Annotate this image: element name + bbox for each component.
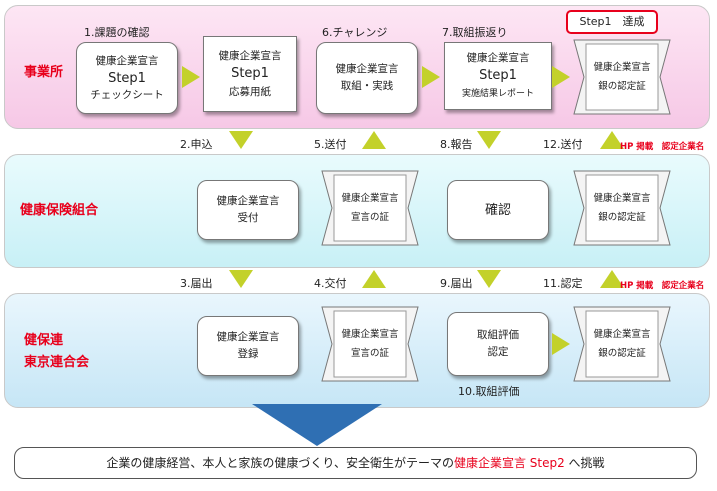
register-box: 健康企業宣言 登録 — [197, 316, 299, 376]
silver-cert-mid-line1: 健康企業宣言 — [593, 193, 651, 204]
org-label-kenpo: 健康保険組合 — [20, 203, 99, 218]
arrow-down-3 — [229, 270, 253, 288]
footer-text-after: へ挑戦 — [564, 456, 605, 470]
application-line2: Step1 — [231, 66, 269, 81]
scroll-icon — [573, 170, 671, 246]
practice-line1: 健康企業宣言 — [335, 63, 399, 75]
application-line1: 健康企業宣言 — [218, 50, 282, 62]
arrow-right-1 — [182, 66, 200, 88]
register-line2: 登録 — [237, 348, 259, 360]
declaration-cert-bottom: 健康企業宣言 宣言の証 — [320, 303, 420, 385]
accept-line2: 受付 — [237, 212, 259, 224]
practice-line2: 取組・実践 — [340, 80, 394, 92]
step-label-9: 9.届出 — [440, 277, 473, 290]
checksheet-box: 健康企業宣言 Step1 チェックシート — [76, 42, 178, 114]
evaluate-box: 取組評価 認定 — [447, 312, 549, 376]
checksheet-line2: Step1 — [108, 70, 146, 86]
silver-cert-mid-line2: 銀の認定証 — [598, 212, 646, 223]
confirm-line: 確認 — [484, 202, 511, 218]
arrow-up-12 — [600, 131, 624, 149]
register-line1: 健康企業宣言 — [216, 331, 280, 343]
step-label-8: 8.報告 — [440, 138, 473, 151]
step-label-1: 1.課題の確認 — [84, 26, 150, 39]
report-line2: Step1 — [479, 68, 517, 83]
hp-note-1: HP 掲載 認定企業名 — [620, 142, 705, 152]
hp-note-2: HP 掲載 認定企業名 — [620, 281, 705, 291]
step-label-2: 2.申込 — [180, 138, 213, 151]
accept-line1: 健康企業宣言 — [216, 195, 280, 207]
step-label-5: 5.送付 — [314, 138, 347, 151]
silver-cert-mid: 健康企業宣言 銀の認定証 — [572, 167, 672, 249]
step-label-11: 11.認定 — [543, 277, 583, 290]
arrow-up-4 — [362, 270, 386, 288]
step-label-6: 6.チャレンジ — [322, 26, 388, 39]
silver-cert-bottom-line2: 銀の認定証 — [598, 348, 646, 359]
application-doc: 健康企業宣言 Step1 応募用紙 — [203, 36, 297, 112]
step-label-7: 7.取組振返り — [442, 26, 508, 39]
step-label-10: 10.取組評価 — [458, 385, 520, 398]
scroll-icon — [321, 170, 419, 246]
accept-box: 健康企業宣言 受付 — [197, 180, 299, 240]
silver-cert-bottom-line1: 健康企業宣言 — [593, 329, 651, 340]
scroll-icon — [573, 39, 671, 115]
org-label-kenporen-1: 健保連 — [24, 333, 64, 348]
arrow-right-2 — [422, 66, 440, 88]
declaration-bottom-line1: 健康企業宣言 — [341, 329, 399, 340]
practice-box: 健康企業宣言 取組・実践 — [316, 42, 418, 114]
declaration-mid-line1: 健康企業宣言 — [341, 193, 399, 204]
checksheet-line3: チェックシート — [90, 88, 164, 101]
step-label-4: 4.交付 — [314, 277, 347, 290]
checksheet-line1: 健康企業宣言 — [95, 54, 159, 67]
report-doc: 健康企業宣言 Step1 実施結果レポート — [444, 42, 552, 110]
silver-cert-top-line1: 健康企業宣言 — [593, 62, 651, 73]
org-label-jigyosho: 事業所 — [24, 65, 64, 80]
arrow-down-2 — [229, 131, 253, 149]
declaration-bottom-line2: 宣言の証 — [350, 348, 389, 359]
confirm-box: 確認 — [447, 180, 549, 240]
arrow-down-9 — [477, 270, 501, 288]
org-label-kenporen-2: 東京連合会 — [24, 355, 90, 370]
scroll-icon — [573, 306, 671, 382]
footer-highlight: 健康企業宣言 Step2 — [453, 456, 565, 470]
step-label-12: 12.送付 — [543, 138, 583, 151]
arrow-right-3 — [552, 66, 570, 88]
silver-cert-bottom: 健康企業宣言 銀の認定証 — [572, 303, 672, 385]
evaluate-line1: 取組評価 — [477, 329, 519, 341]
arrow-right-4 — [552, 333, 570, 355]
declaration-cert-mid: 健康企業宣言 宣言の証 — [320, 167, 420, 249]
footer-text-before: 企業の健康経営、本人と家族の健康づくり、安全衛生がテーマの — [106, 456, 454, 470]
report-line1: 健康企業宣言 — [466, 52, 530, 64]
report-line3: 実施結果レポート — [461, 89, 534, 99]
step-label-3: 3.届出 — [180, 277, 213, 290]
declaration-mid-line2: 宣言の証 — [350, 212, 389, 223]
silver-cert-top-line2: 銀の認定証 — [598, 81, 646, 92]
silver-cert-top: 健康企業宣言 銀の認定証 — [572, 36, 672, 118]
scroll-icon — [321, 306, 419, 382]
arrow-down-8 — [477, 131, 501, 149]
footer-banner: 企業の健康経営、本人と家族の健康づくり、安全衛生がテーマの健康企業宣言 Step… — [14, 447, 697, 479]
achieved-badge: Step1 達成 — [566, 10, 658, 34]
evaluate-line2: 認定 — [487, 346, 509, 358]
big-down-arrow-icon — [252, 404, 382, 446]
application-line3: 応募用紙 — [229, 86, 271, 98]
arrow-up-11 — [600, 270, 624, 288]
arrow-up-5 — [362, 131, 386, 149]
